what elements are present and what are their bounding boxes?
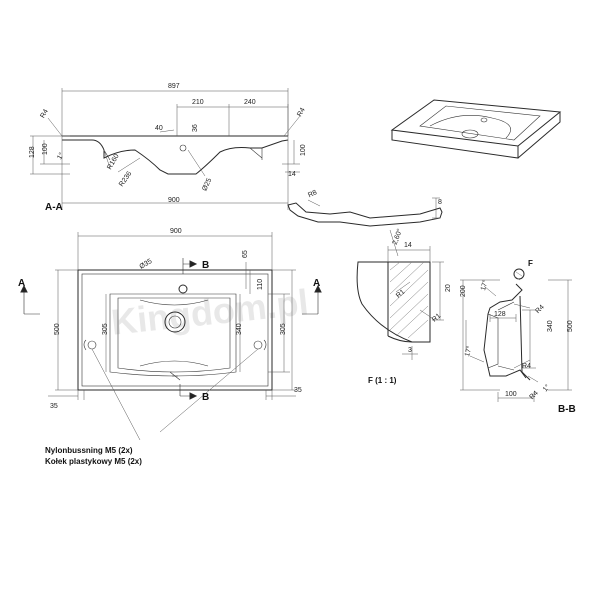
dim-210: 210: [192, 99, 204, 106]
dim-20-f: 20: [445, 284, 452, 292]
dim-100-right: 100: [300, 144, 307, 156]
dim-35-left: 35: [50, 403, 58, 410]
dim-128: 128: [29, 146, 36, 158]
section-b-top: B: [202, 260, 209, 271]
dim-305-left: 305: [102, 323, 109, 335]
dim-35-right: 35: [294, 387, 302, 394]
section-bb-view: F 200 17° R4 128 340 500 17° R4 R4 1° 10…: [460, 259, 576, 415]
section-b-bottom: B: [202, 392, 209, 403]
dim-65: 65: [242, 250, 249, 258]
dim-r8: R8: [307, 189, 318, 199]
dim-100-left: 100: [42, 143, 49, 155]
dim-260-deg: 2,60°: [391, 227, 404, 245]
dim-r4-bottom-bb: R4: [522, 363, 531, 370]
dim-240: 240: [244, 99, 256, 106]
dim-305-right: 305: [280, 323, 287, 335]
dim-dia35: Ø35: [138, 258, 153, 271]
dim-900-aa: 900: [168, 197, 180, 204]
dim-110: 110: [257, 279, 264, 290]
dim-angle-top-bb: 17°: [479, 279, 490, 291]
dim-40: 40: [155, 125, 163, 132]
dim-angle-right-bb: 1°: [541, 383, 552, 393]
detail-f-label: F (1 : 1): [368, 376, 397, 385]
section-bb-callout-f: F: [528, 259, 533, 268]
dim-340: 340: [236, 323, 243, 335]
section-a-left: A: [18, 278, 25, 289]
dim-dia25: Ø25: [201, 177, 213, 192]
note-line-2: Kołek plastykowy M5 (2x): [45, 457, 142, 466]
dim-r4-right: R4: [296, 107, 307, 118]
dim-340-bb: 340: [547, 320, 554, 332]
detail-f-view: 2,60° 14 20 R1 R1 3 F (1 : 1): [356, 227, 452, 385]
section-aa-view: 897 210 240 40 36 R4 R4 128 100 1° 100 R…: [29, 83, 307, 213]
dim-r4-left: R4: [39, 108, 50, 119]
dim-angle-bottom-bb: 17°: [463, 345, 474, 357]
dim-r236: R236: [118, 170, 133, 188]
dim-r1-b: R1: [431, 312, 442, 323]
dim-900-plan: 900: [170, 228, 182, 235]
note-line-1: Nylonbussning M5 (2x): [45, 446, 133, 455]
dim-angle-left: 1°: [55, 151, 65, 161]
dim-3-f: 3: [408, 347, 412, 354]
rim-profile-view: R8 8: [287, 189, 443, 227]
notes: Nylonbussning M5 (2x) Kołek plastykowy M…: [45, 446, 142, 466]
dim-200-bb: 200: [460, 285, 467, 297]
dim-14: 14: [288, 171, 296, 178]
dim-500-bb: 500: [567, 320, 574, 332]
dim-r4-right-bb: R4: [528, 390, 539, 401]
plan-view: 900 Ø35 B 65 110 305 340 305 500 35 35 B…: [18, 228, 322, 441]
dim-14-f: 14: [404, 242, 412, 249]
dim-500-plan: 500: [54, 323, 61, 335]
section-bb-label: B-B: [558, 404, 576, 415]
dim-r1-a: R1: [395, 288, 406, 299]
isometric-view: [390, 99, 562, 159]
dim-897: 897: [168, 83, 180, 90]
section-a-right: A: [313, 278, 320, 289]
dim-r4-top-bb: R4: [534, 304, 545, 315]
dim-36: 36: [192, 124, 199, 132]
section-aa-label: A-A: [45, 202, 63, 213]
dim-100-bb: 100: [505, 391, 517, 398]
dim-128-bb: 128: [494, 311, 506, 318]
dim-8: 8: [438, 199, 442, 206]
